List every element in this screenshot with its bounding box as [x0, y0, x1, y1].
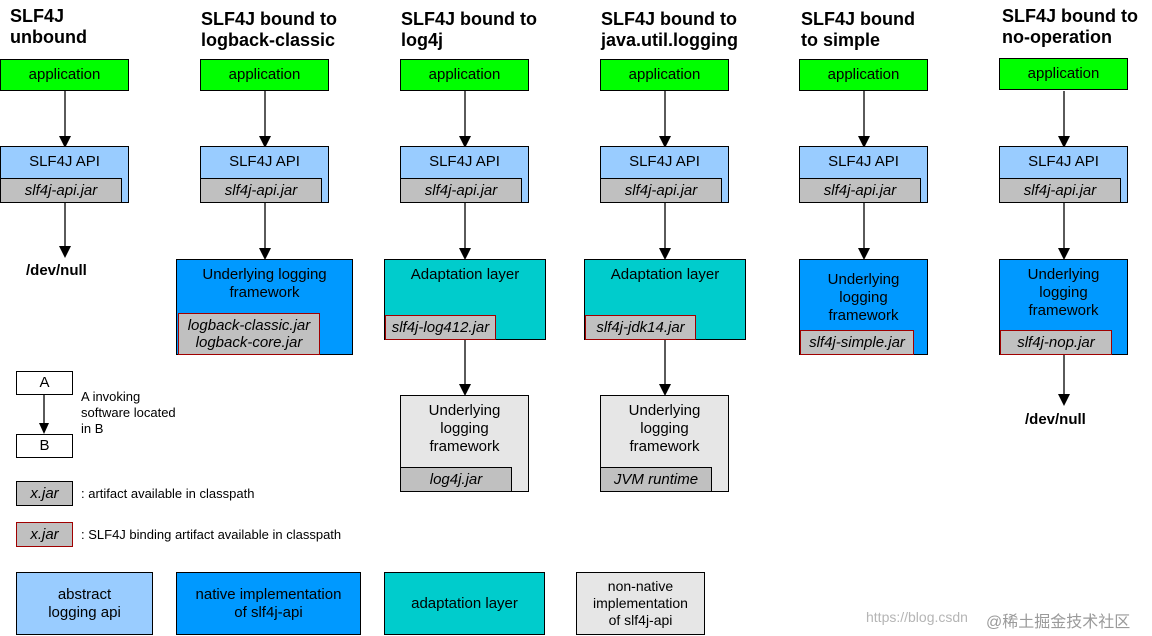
- col2-title: SLF4J bound to logback-classic: [201, 9, 337, 50]
- legend-native-impl: native implementation of slf4j-api: [176, 572, 361, 635]
- col3-title: SLF4J bound to log4j: [401, 9, 537, 50]
- col5-api-jar: slf4j-api.jar: [799, 178, 921, 203]
- col4-api-jar: slf4j-api.jar: [600, 178, 722, 203]
- col5-application-box: application: [799, 59, 928, 91]
- col6-api-jar: slf4j-api.jar: [999, 178, 1121, 203]
- col5-layer-label: Underlying logging framework: [827, 271, 900, 324]
- col1-application-box: application: [0, 59, 129, 91]
- col3-application-box: application: [400, 59, 529, 91]
- watermark-url: https://blog.csdn: [866, 609, 968, 625]
- col6-binding-jar: slf4j-nop.jar: [1000, 330, 1112, 355]
- legend-abstract-api: abstract logging api: [16, 572, 153, 635]
- legend-jar-desc: : artifact available in classpath: [81, 486, 255, 501]
- legend-box-b: B: [16, 434, 73, 458]
- col6-layer-label: Underlying logging framework: [1027, 266, 1100, 319]
- col3-api-label: SLF4J API: [429, 153, 500, 170]
- col2-binding-jar: logback-classic.jar logback-core.jar: [178, 313, 320, 355]
- col4-under-label: Underlying logging framework: [628, 402, 701, 455]
- col4-layer-label: Adaptation layer: [610, 266, 720, 283]
- legend-jar-swatch: x.jar: [16, 481, 73, 506]
- col6-application-box: application: [999, 58, 1128, 90]
- col2-logback-core-jar: logback-core.jar: [195, 334, 303, 351]
- col1-devnull: /dev/null: [26, 262, 87, 279]
- col4-jvm-runtime-jar: JVM runtime: [600, 467, 712, 492]
- col5-title: SLF4J bound to simple: [801, 9, 915, 50]
- col2-api-jar: slf4j-api.jar: [200, 178, 322, 203]
- legend-nonnative-impl: non-native implementation of slf4j-api: [576, 572, 705, 635]
- col1-api-label: SLF4J API: [29, 153, 100, 170]
- col4-title: SLF4J bound to java.util.logging: [601, 9, 739, 50]
- col3-api-jar: slf4j-api.jar: [400, 178, 522, 203]
- col1-title: SLF4J unbound: [10, 6, 87, 47]
- col2-application-box: application: [200, 59, 329, 91]
- col5-api-label: SLF4J API: [828, 153, 899, 170]
- legend-binding-jar-swatch: x.jar: [16, 522, 73, 547]
- col3-log4j-jar: log4j.jar: [400, 467, 512, 492]
- col1-api-jar: slf4j-api.jar: [0, 178, 122, 203]
- col4-binding-jar: slf4j-jdk14.jar: [585, 315, 696, 340]
- col6-api-label: SLF4J API: [1028, 153, 1099, 170]
- col3-binding-jar: slf4j-log412.jar: [385, 315, 496, 340]
- legend-adaptation-layer: adaptation layer: [384, 572, 545, 635]
- col3-under-label: Underlying logging framework: [428, 402, 501, 455]
- col2-logback-classic-jar: logback-classic.jar: [187, 317, 311, 334]
- col5-binding-jar: slf4j-simple.jar: [800, 330, 914, 355]
- col4-application-box: application: [600, 59, 729, 91]
- col4-api-label: SLF4J API: [629, 153, 700, 170]
- col2-layer-label: Underlying logging framework: [202, 266, 327, 301]
- legend-binding-desc: : SLF4J binding artifact available in cl…: [81, 527, 342, 542]
- watermark-brand: @稀土掘金技术社区: [986, 614, 1131, 631]
- col2-api-label: SLF4J API: [229, 153, 300, 170]
- legend-box-a: A: [16, 371, 73, 395]
- col3-layer-label: Adaptation layer: [410, 266, 520, 283]
- col6-title: SLF4J bound to no-operation: [1002, 6, 1138, 47]
- col6-devnull: /dev/null: [1025, 411, 1086, 428]
- legend-invoking-text: A invoking software located in B: [81, 389, 176, 436]
